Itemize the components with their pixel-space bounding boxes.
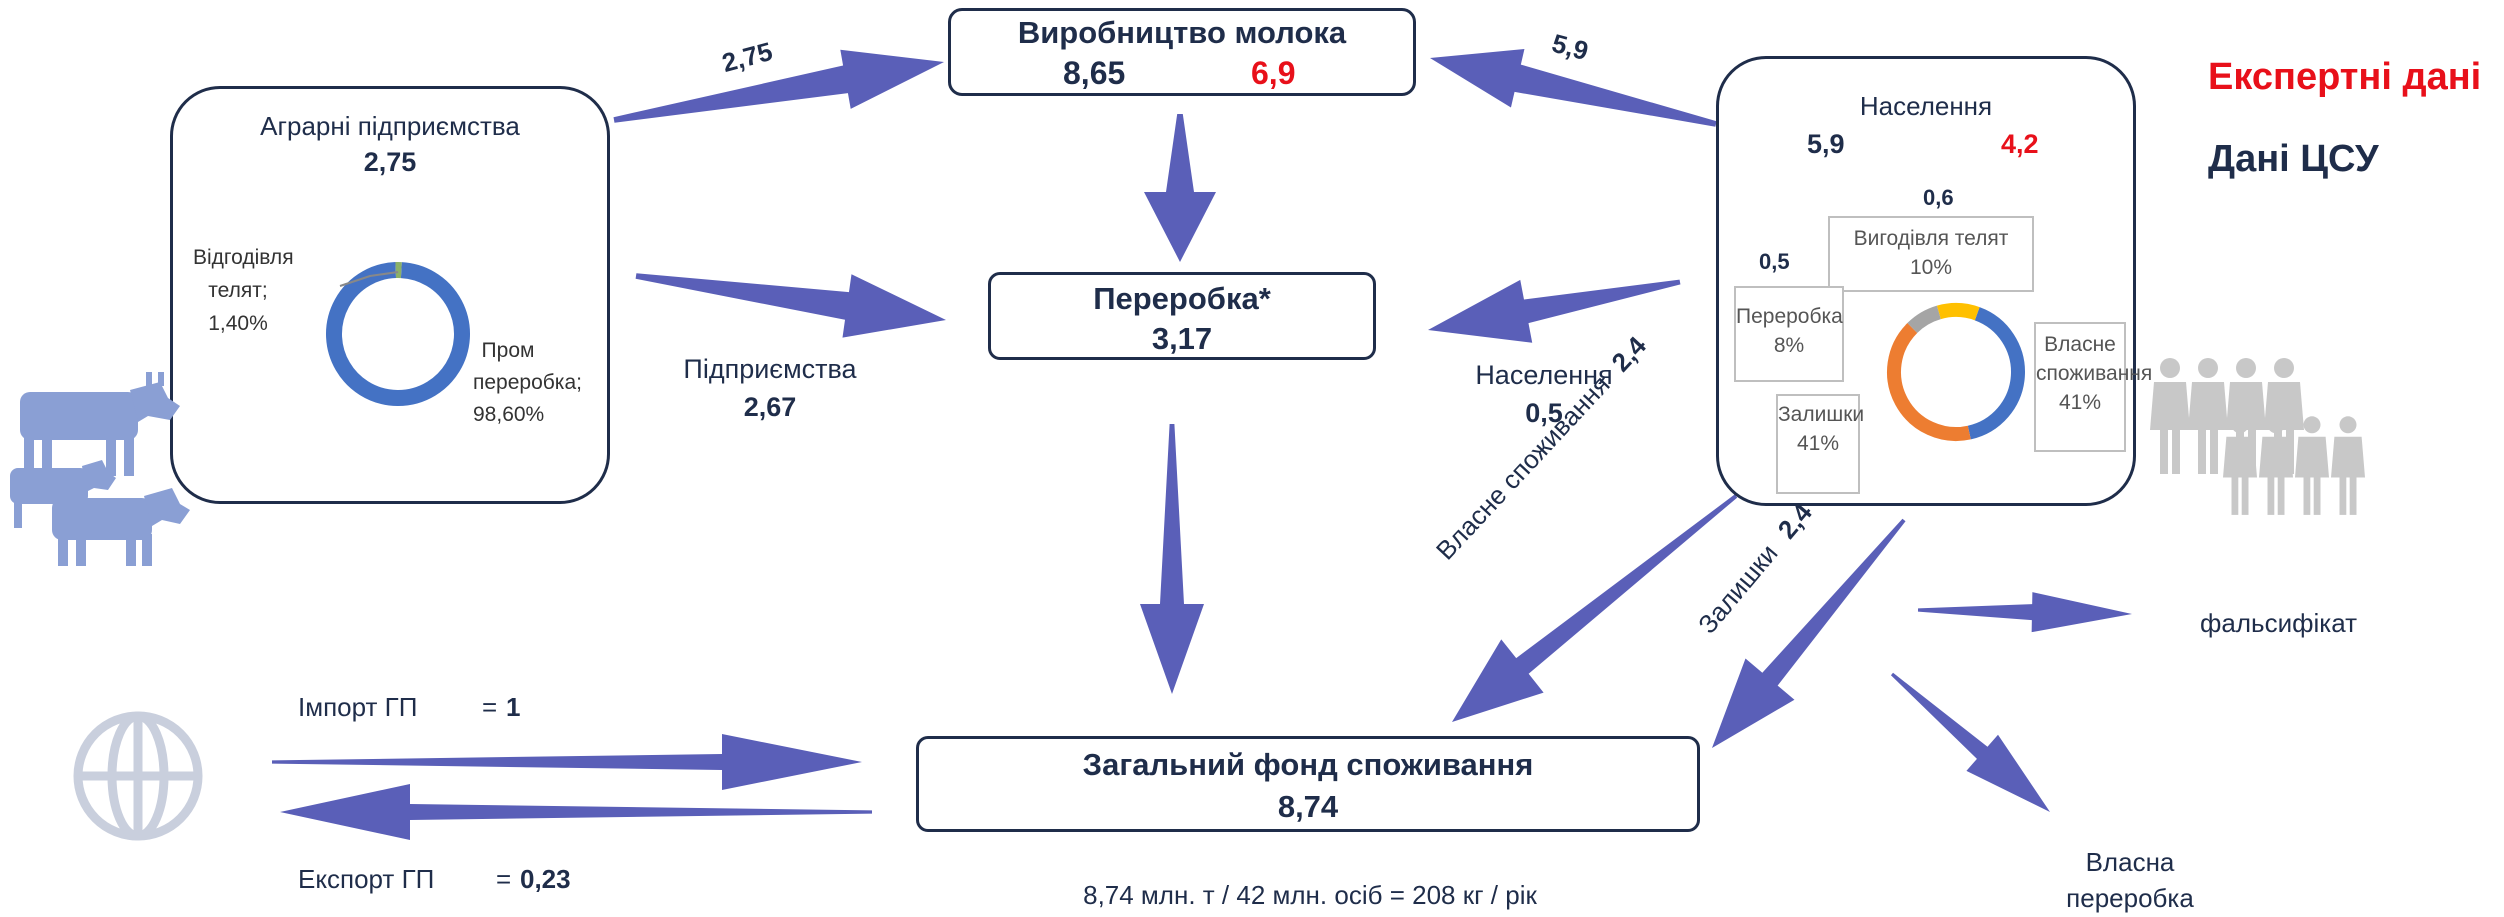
- arrow-to-falsified: [1917, 592, 2132, 633]
- fund-value: 8,74: [1277, 789, 1339, 824]
- callout-surplus-text: Залишки 41%: [1778, 403, 1865, 455]
- enterprises-value: 2,67: [743, 392, 797, 422]
- legend-official: Дані ЦСУ: [2208, 138, 2379, 180]
- arrow-population-surplus-to-fund: [1712, 518, 1906, 748]
- callout-processing-text: Переробка 8%: [1736, 305, 1843, 357]
- population-flow-value: 0,5: [1525, 398, 1563, 428]
- callout-own-consumption: Власне споживання 41%: [2034, 322, 2152, 452]
- import-label: Імпорт ГП: [298, 692, 418, 722]
- arrow-to-own-processing: [1890, 672, 2050, 812]
- population-stat-value: 5,9: [1807, 129, 1845, 159]
- legend-expert: Експертні дані: [2208, 56, 2482, 98]
- arrow-population-to-milk: [1430, 49, 1717, 127]
- export-value: 0,23: [520, 864, 571, 894]
- population-title: Населення: [1859, 91, 1993, 121]
- agrarian-title: Аграрні підприємства: [260, 111, 520, 141]
- agrarian-value: 2,75: [363, 147, 417, 177]
- arrow-import: [272, 734, 862, 790]
- fund-title: Загальний фонд споживання: [1082, 747, 1534, 782]
- population-flow-label: Населення: [1475, 360, 1613, 390]
- agrarian-box: Аграрні підприємства 2,75 Відгодівля тел…: [170, 86, 610, 504]
- processing-title: Переробка*: [1093, 281, 1271, 316]
- own-processing-label: Власна переробка: [2066, 847, 2194, 913]
- callout-processing: Переробка 8%: [1734, 286, 1844, 382]
- export-eq: =: [496, 864, 512, 894]
- arrow-agrarian-to-milk: [613, 49, 944, 123]
- callout-calves: Вигодівля телят 10%: [1828, 216, 2034, 292]
- processing-box: Переробка* 3,17: [988, 272, 1376, 360]
- arrow-population-own-to-fund: [1452, 494, 1738, 722]
- callout-own-text: Власне споживання 41%: [2036, 333, 2153, 414]
- population-expert-value: 4,2: [2001, 129, 2039, 159]
- population-processing-value: 0,5: [1759, 249, 1790, 274]
- milk-production-box: Виробництво молока 8,65 6,9: [948, 8, 1416, 96]
- arrow-agrarian-to-processing: [635, 273, 946, 338]
- milk-production-expert-value: 6,9: [1251, 55, 1296, 91]
- agrarian-donut-label-industry: Пром переробка; 98,60%: [473, 339, 582, 426]
- arrow-milk-to-processing: [1144, 114, 1216, 262]
- callout-surplus: Залишки 41%: [1776, 394, 1864, 494]
- callout-calves-text: Вигодівля телят 10%: [1853, 227, 2009, 279]
- import-eq: =: [482, 692, 498, 722]
- arrow-export: [280, 784, 872, 840]
- population-calves-value: 0,6: [1923, 185, 1954, 210]
- consumption-fund-box: Загальний фонд споживання 8,74: [916, 736, 1700, 832]
- milk-production-title: Виробництво молока: [1017, 15, 1347, 50]
- processing-value: 3,17: [1151, 321, 1213, 356]
- agrarian-donut-label-calves: Відгодівля телят; 1,40%: [193, 246, 294, 335]
- arrow-processing-to-fund: [1140, 424, 1204, 694]
- falsified-label: фальсифікат: [2200, 608, 2358, 638]
- per-capita-formula: 8,74 млн. т / 42 млн. осіб = 208 кг / рі…: [1083, 880, 1537, 910]
- milk-production-stat-value: 8,65: [1063, 55, 1126, 91]
- enterprises-label: Підприємства: [683, 354, 857, 384]
- export-label: Експорт ГП: [298, 864, 435, 894]
- import-value: 1: [506, 692, 521, 722]
- arrow-population-to-processing: [1428, 279, 1681, 343]
